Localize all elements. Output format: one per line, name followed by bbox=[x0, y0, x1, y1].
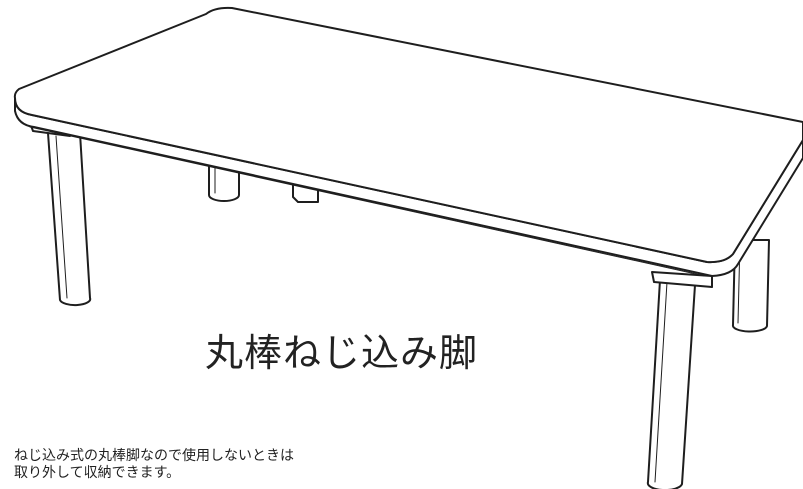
caption-line-1: ねじ込み式の丸棒脚なので使用しないときは bbox=[14, 448, 294, 464]
back-right-leg bbox=[731, 239, 770, 333]
product-caption: ねじ込み式の丸棒脚なので使用しないときは 取り外して収納できます。 bbox=[14, 448, 294, 482]
table-top-surface bbox=[13, 6, 803, 264]
caption-line-2: 取り外して収納できます。 bbox=[14, 465, 181, 481]
front-left-leg bbox=[47, 132, 92, 307]
front-right-leg-bracket bbox=[651, 271, 713, 288]
front-right-leg bbox=[646, 279, 696, 489]
product-title: 丸棒ねじ込み脚 bbox=[205, 331, 479, 375]
